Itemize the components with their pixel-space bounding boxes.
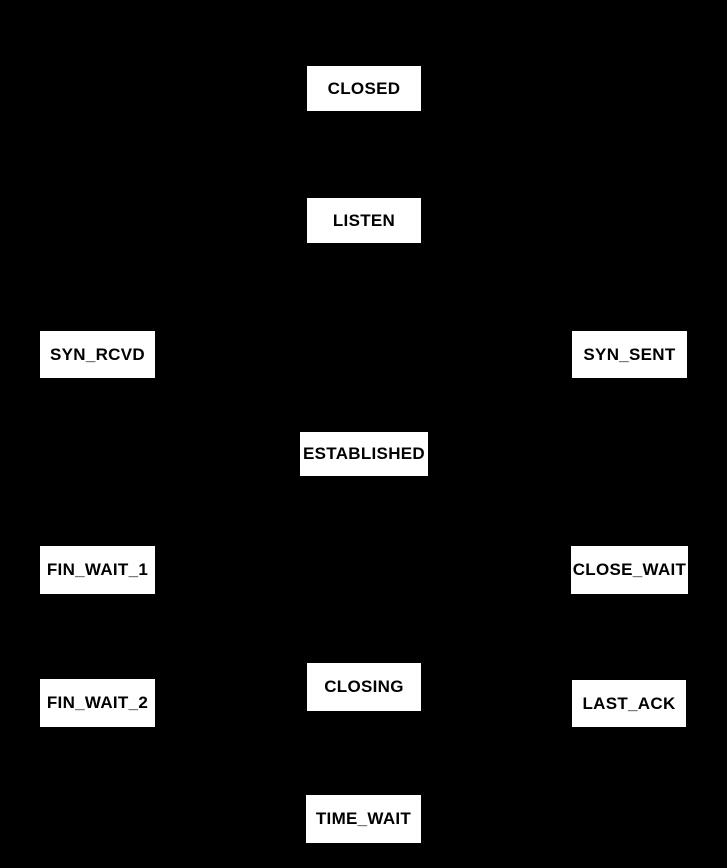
state-node-listen: LISTEN [307,198,421,243]
state-node-closing: CLOSING [307,663,421,711]
state-node-fin-wait-1: FIN_WAIT_1 [40,546,155,594]
state-node-established: ESTABLISHED [300,432,428,476]
state-node-last-ack: LAST_ACK [572,680,686,727]
state-node-closed: CLOSED [307,66,421,111]
state-node-time-wait: TIME_WAIT [306,795,421,843]
state-node-syn-sent: SYN_SENT [572,331,687,378]
state-node-close-wait: CLOSE_WAIT [571,546,688,594]
state-node-syn-rcvd: SYN_RCVD [40,331,155,378]
state-node-fin-wait-2: FIN_WAIT_2 [40,679,155,727]
